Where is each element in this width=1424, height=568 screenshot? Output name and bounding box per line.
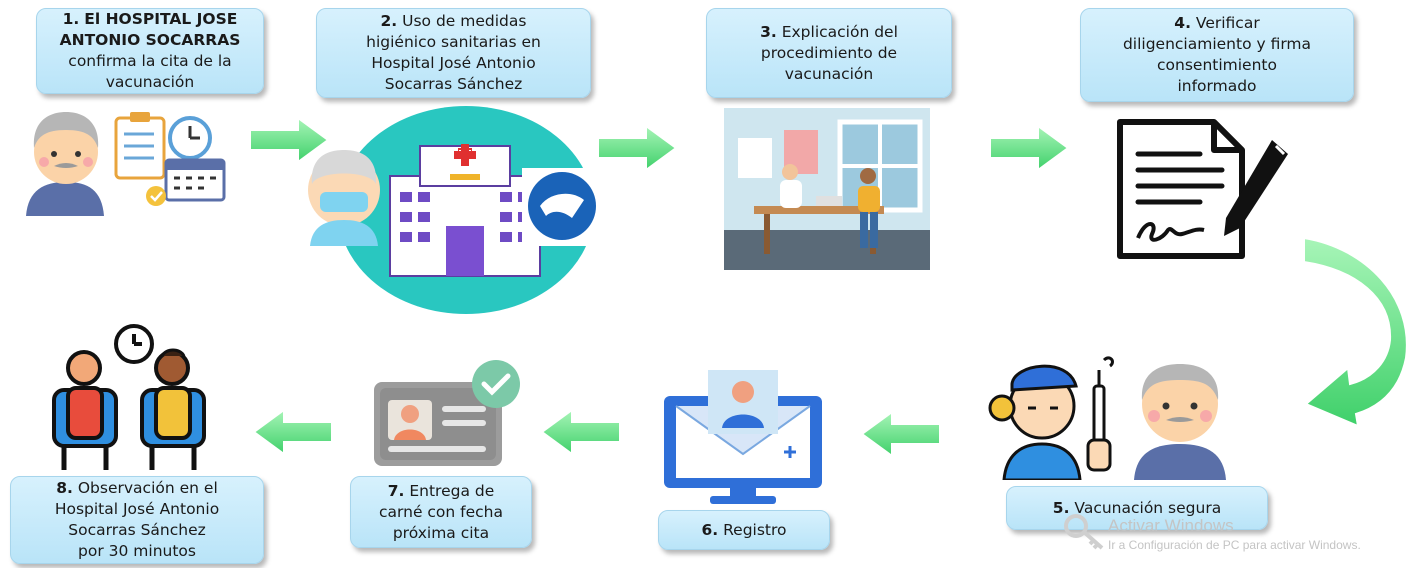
arrow-right-icon: [990, 126, 1070, 170]
arrow-left-icon: [860, 412, 940, 456]
watermark-subtitle: Ir a Configuración de PC para activar Wi…: [1108, 538, 1361, 552]
consultation-room-icon: [724, 108, 930, 270]
vaccination-icon: [988, 356, 1226, 480]
vaccination-card-icon: [374, 360, 520, 466]
step-6-box: 6. Registro: [658, 510, 830, 550]
step-7-line-1: Entrega de: [409, 481, 495, 500]
step-8-number: 8.: [56, 479, 73, 497]
step-4-number: 4.: [1174, 14, 1191, 32]
step-8-box: 8. Observación en el Hospital José Anton…: [10, 476, 264, 564]
curved-arrow-icon: [1303, 236, 1408, 428]
step-2-line-4: Socarras Sánchez: [384, 75, 523, 93]
step-8-line-4: por 30 minutos: [78, 542, 196, 560]
step-4-line-2: diligenciamiento y firma: [1122, 35, 1312, 53]
step-6-number: 6.: [701, 520, 719, 539]
step-4-line-3: consentimiento: [1157, 56, 1277, 74]
step-4-line-1: Verificar: [1195, 14, 1260, 32]
step-1-box: 1. El HOSPITAL JOSE ANTONIO SOCARRAS con…: [36, 8, 264, 94]
step-3-line-3: vacunación: [784, 64, 874, 83]
step-8-line-2: Hospital José Antonio: [54, 500, 220, 518]
key-icon: [1064, 514, 1104, 550]
step-4-box: 4. Verificar diligenciamiento y firma co…: [1080, 8, 1354, 102]
step-2-line-2: higiénico sanitarias en: [366, 33, 541, 51]
step-1-line-2: ANTONIO SOCARRAS: [59, 31, 241, 49]
step-7-box: 7. Entrega de carné con fecha próxima ci…: [350, 476, 532, 548]
step-2-line-1: Uso de medidas: [402, 12, 527, 30]
step-8-line-3: Socarras Sánchez: [68, 521, 206, 539]
step-7-number: 7.: [387, 481, 405, 500]
watermark-title: Activar Windows: [1108, 516, 1234, 535]
step-7-line-2: carné con fecha: [379, 502, 503, 521]
step-1-line-3: confirma la cita de la: [68, 52, 232, 70]
step-3-box: 3. Explicación del procedimiento de vacu…: [706, 8, 952, 98]
hospital-icon: [308, 106, 604, 314]
arrow-left-icon: [540, 410, 620, 454]
step-7-line-3: próxima cita: [392, 523, 490, 542]
step-1-line-1: El HOSPITAL JOSE: [84, 10, 238, 28]
step-3-number: 3.: [760, 22, 777, 41]
arrow-left-icon: [252, 410, 332, 454]
signed-document-icon: [1117, 119, 1288, 259]
step-2-line-3: Hospital José Antonio: [371, 54, 536, 72]
step-4-line-4: informado: [1177, 77, 1257, 95]
step-2-number: 2.: [380, 12, 398, 30]
step-2-box: 2. Uso de medidas higiénico sanitarias e…: [316, 8, 591, 98]
step-6-line-1: Registro: [723, 520, 787, 539]
step-3-line-1: Explicación del: [781, 22, 898, 41]
elderly-appointment-icon: [26, 112, 226, 216]
step-8-line-1: Observación en el: [77, 479, 218, 497]
computer-registration-icon: [664, 370, 822, 504]
step-1-line-4: vacunación: [105, 73, 195, 91]
arrow-right-icon: [250, 118, 330, 162]
step-3-line-2: procedimiento de: [760, 43, 898, 62]
step-1-number: 1.: [62, 10, 80, 28]
observation-waiting-icon: [52, 324, 206, 470]
step-5-number: 5.: [1052, 498, 1070, 517]
step-5-line-1: Vacunación segura: [1074, 498, 1222, 517]
step-5-box: 5. Vacunación segura: [1006, 486, 1268, 530]
arrow-right-icon: [598, 126, 678, 170]
